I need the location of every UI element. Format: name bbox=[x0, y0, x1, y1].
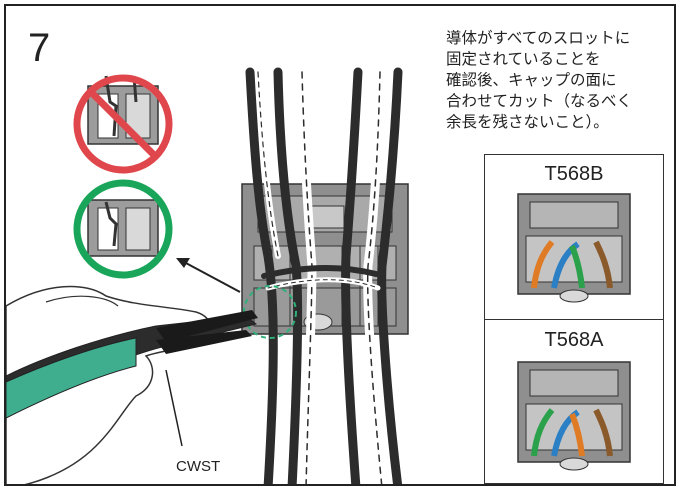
t568b-jack bbox=[517, 193, 631, 303]
t568a-jack bbox=[517, 361, 631, 471]
illustration bbox=[6, 67, 631, 484]
check-correct-icon bbox=[73, 179, 173, 279]
prohibited-icon bbox=[73, 74, 173, 174]
standard-label-t568a: T568A bbox=[544, 329, 604, 351]
wires bbox=[245, 67, 403, 484]
instruction-text: 導体がすべてのスロットに 固定されていることを 確認後、キャップの面に 合わせて… bbox=[446, 29, 633, 131]
standard-label-t568b: T568B bbox=[544, 163, 604, 185]
wiring-standards-panel: T568B T568A bbox=[484, 154, 664, 484]
tool-label: CWST bbox=[176, 458, 221, 475]
arrow-icon bbox=[176, 258, 241, 293]
hand-with-cutter bbox=[6, 285, 258, 484]
step-panel: 7 導体がすべてのスロットに 固定されていることを 確認後、キャップの面に 合わ… bbox=[4, 4, 676, 486]
correct-example bbox=[87, 199, 159, 257]
step-number: 7 bbox=[28, 26, 51, 70]
standards-divider bbox=[485, 319, 663, 320]
